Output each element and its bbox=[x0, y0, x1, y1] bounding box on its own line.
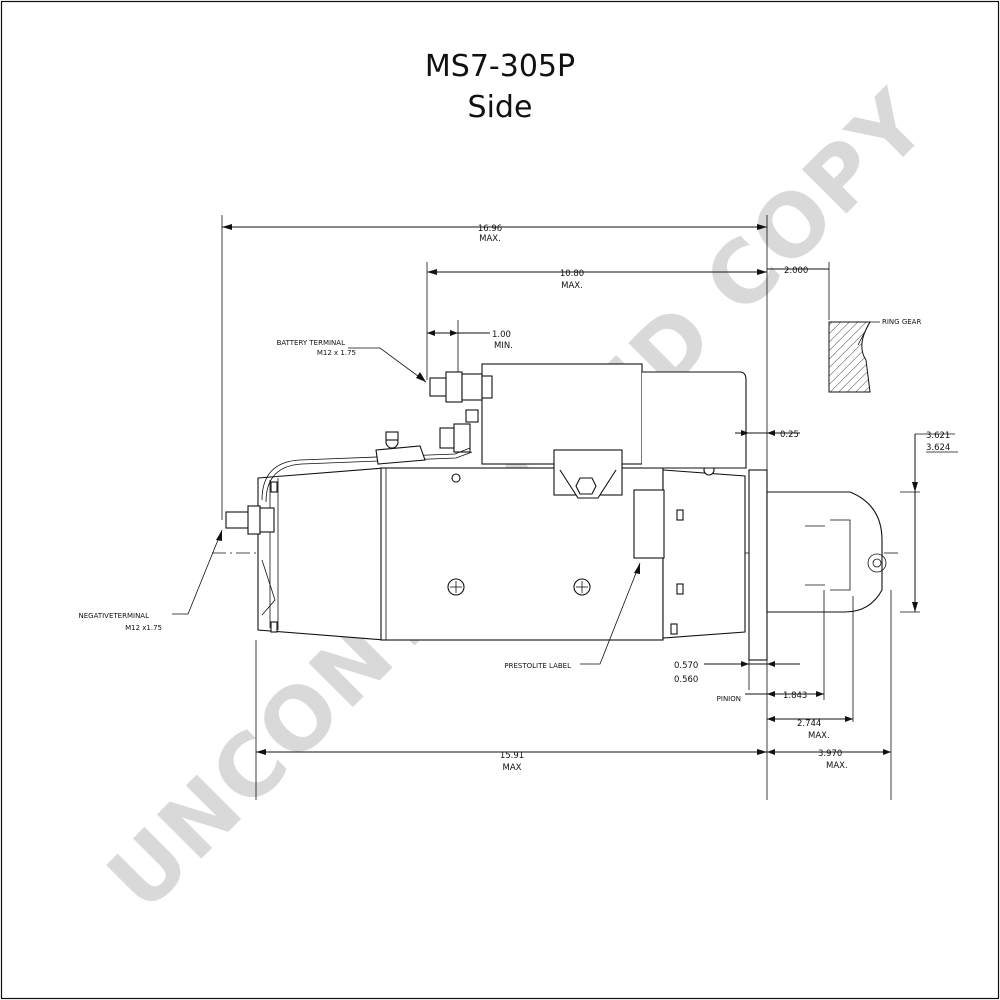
dimension-lines bbox=[221, 215, 958, 800]
callout-labels: BATTERY TERMINAL M12 x 1.75 NEGATIVETERM… bbox=[79, 318, 922, 703]
dim-pinion-travel: 2.744 bbox=[797, 719, 821, 729]
dim-nose-length: 3.970 bbox=[818, 749, 842, 759]
dim-pilot-diameter-max: 3.624 bbox=[926, 443, 950, 453]
dim-pilot-diameter-min: 3.621 bbox=[926, 431, 950, 441]
leader-lines bbox=[172, 321, 880, 665]
negative-terminal-stud bbox=[225, 505, 275, 535]
label-battery-terminal: BATTERY TERMINAL bbox=[277, 339, 346, 347]
label-pinion: PINION bbox=[717, 695, 741, 703]
dim-body-length: 15.91 bbox=[500, 751, 524, 761]
label-ring-gear: RING GEAR bbox=[882, 318, 921, 326]
label-prestolite: PRESTOLITE LABEL bbox=[504, 662, 571, 670]
dim-terminal-clearance-qualifier: MIN. bbox=[494, 341, 513, 351]
dim-pinion-length: 1.843 bbox=[783, 691, 807, 701]
starter-body bbox=[257, 464, 887, 661]
label-negative-thread: M12 x1.75 bbox=[125, 624, 162, 632]
label-negative-terminal: NEGATIVETERMINAL bbox=[79, 612, 150, 620]
drawing-view: Side bbox=[468, 90, 533, 125]
dim-overall-length: 16.96 bbox=[478, 224, 502, 234]
solenoid bbox=[261, 363, 747, 503]
dim-pinion-travel-qualifier: MAX. bbox=[808, 731, 830, 741]
dim-pinion-face-min: 0.570 bbox=[674, 661, 698, 671]
dim-solenoid-length: 10.80 bbox=[560, 269, 584, 279]
dim-nose-length-qualifier: MAX. bbox=[826, 761, 848, 771]
ring-gear bbox=[828, 321, 871, 393]
dim-solenoid-length-qualifier: MAX. bbox=[561, 281, 583, 291]
dim-body-length-qualifier: MAX bbox=[503, 763, 522, 773]
label-battery-thread: M12 x 1.75 bbox=[317, 349, 356, 357]
dim-pinion-face-max: 0.560 bbox=[674, 675, 698, 685]
dim-overall-length-qualifier: MAX. bbox=[479, 234, 501, 244]
drawing-title: MS7-305P bbox=[425, 49, 575, 84]
dim-ring-gear-offset: 2.000 bbox=[784, 266, 808, 276]
dim-flange-thickness: 0.25 bbox=[780, 430, 799, 440]
body-screw-right bbox=[573, 578, 591, 596]
dim-terminal-clearance: 1.00 bbox=[492, 330, 511, 340]
dimension-text: 16.96 MAX. 10.80 MAX. 1.00 MIN. 2.000 0.… bbox=[478, 224, 951, 773]
body-screw-left bbox=[447, 578, 465, 596]
